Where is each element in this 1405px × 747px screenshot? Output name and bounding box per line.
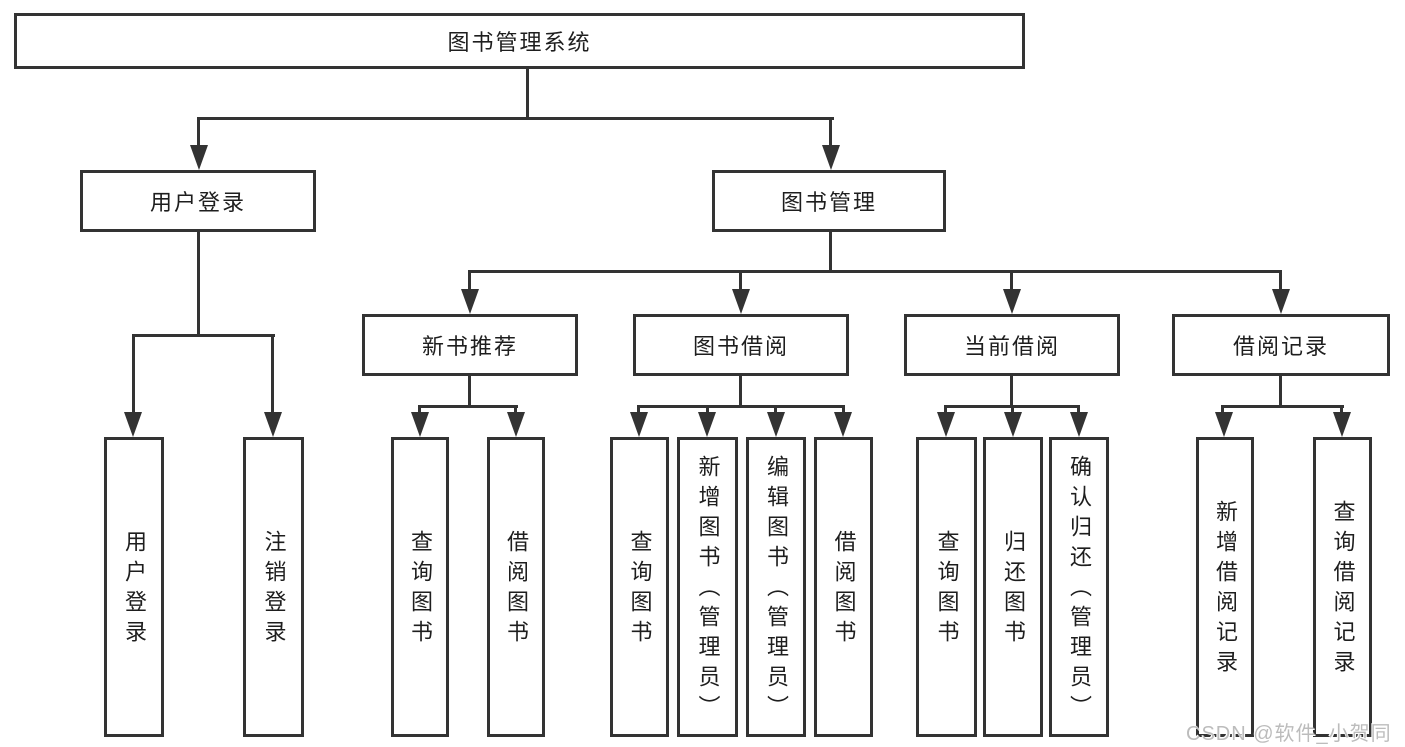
connector-bookmgmt-drop-4 xyxy=(1279,270,1282,291)
connector-records-bus xyxy=(1221,405,1344,408)
arrow-down-icon xyxy=(1215,412,1233,437)
leaf-label: 查询图书 xyxy=(627,530,653,650)
leaf-label: 归还图书 xyxy=(1001,530,1026,650)
leaf-query-books-borrow: 查询图书 xyxy=(610,437,669,737)
node-label: 当前借阅 xyxy=(963,334,1060,359)
connector-userlogin-bus xyxy=(132,334,275,337)
leaf-edit-books-admin: 编辑图书（管理员） xyxy=(746,437,806,737)
leaf-label: 借阅图书 xyxy=(504,530,529,650)
connector-bookborrow-drop-4 xyxy=(842,405,845,415)
connector-newbooks-bus xyxy=(418,405,518,408)
node-label: 图书管理 xyxy=(780,190,877,215)
arrow-down-icon xyxy=(1004,412,1022,437)
arrow-down-icon xyxy=(834,412,852,437)
arrow-down-icon xyxy=(630,412,648,437)
node-label: 借阅记录 xyxy=(1232,334,1329,359)
leaf-return-books: 归还图书 xyxy=(983,437,1043,737)
node-label: 新书推荐 xyxy=(421,334,518,359)
leaf-add-books-admin: 新增图书（管理员） xyxy=(677,437,738,737)
csdn-watermark: CSDN @软件_小贺同学 xyxy=(1186,723,1392,745)
leaf-query-books-current: 查询图书 xyxy=(916,437,977,737)
connector-root-trunk xyxy=(526,67,529,120)
leaf-label: 编辑图书（管理员） xyxy=(764,455,789,725)
node-label: 图书管理系统 xyxy=(447,30,592,55)
connector-newbooks-drop-1 xyxy=(418,405,421,415)
leaf-label: 新增借阅记录 xyxy=(1213,500,1238,680)
leaf-label: 确认归还（管理员） xyxy=(1067,455,1092,725)
connector-records-drop-1 xyxy=(1221,405,1224,415)
arrow-down-icon xyxy=(1272,289,1290,314)
connector-userlogin-trunk xyxy=(197,231,200,337)
connector-bookmgmt-drop-3 xyxy=(1010,270,1013,291)
connector-currentborrow-trunk xyxy=(1010,375,1013,408)
arrow-down-icon xyxy=(937,412,955,437)
connector-bookmgmt-bus xyxy=(468,270,1282,273)
connector-root-bus xyxy=(197,117,834,120)
arrow-down-icon xyxy=(124,412,142,437)
connector-userlogin-drop-2 xyxy=(271,334,274,414)
arrow-down-icon xyxy=(411,412,429,437)
node-book-borrowing: 图书借阅 xyxy=(633,314,849,376)
leaf-confirm-return-admin: 确认归还（管理员） xyxy=(1049,437,1109,737)
arrow-down-icon xyxy=(264,412,282,437)
node-user-login: 用户登录 xyxy=(80,170,316,232)
connector-bookmgmt-drop-1 xyxy=(468,270,471,291)
connector-currentborrow-drop-2 xyxy=(1011,405,1014,415)
leaf-query-books-recommend: 查询图书 xyxy=(391,437,449,737)
arrow-down-icon xyxy=(698,412,716,437)
node-current-borrowing: 当前借阅 xyxy=(904,314,1120,376)
connector-bookborrow-bus xyxy=(637,405,845,408)
connector-bookborrow-drop-3 xyxy=(774,405,777,415)
connector-root-drop-right xyxy=(829,117,832,147)
leaf-query-borrow-record: 查询借阅记录 xyxy=(1313,437,1372,737)
node-book-management: 图书管理 xyxy=(712,170,946,232)
connector-root-drop-left xyxy=(197,117,200,147)
connector-newbooks-drop-2 xyxy=(514,405,517,415)
leaf-user-login: 用户登录 xyxy=(104,437,164,737)
leaf-logout: 注销登录 xyxy=(243,437,304,737)
arrow-down-icon xyxy=(822,145,840,170)
node-label: 用户登录 xyxy=(149,190,246,215)
connector-records-drop-2 xyxy=(1340,405,1343,415)
leaf-borrow-books-recommend: 借阅图书 xyxy=(487,437,545,737)
arrow-down-icon xyxy=(1003,289,1021,314)
arrow-down-icon xyxy=(461,289,479,314)
node-borrowing-records: 借阅记录 xyxy=(1172,314,1390,376)
arrow-down-icon xyxy=(732,289,750,314)
arrow-down-icon xyxy=(1333,412,1351,437)
leaf-borrow-books: 借阅图书 xyxy=(814,437,873,737)
leaf-label: 借阅图书 xyxy=(831,530,857,650)
arrow-down-icon xyxy=(767,412,785,437)
leaf-label: 查询借阅记录 xyxy=(1330,500,1356,680)
connector-bookmgmt-drop-2 xyxy=(739,270,742,291)
connector-bookborrow-trunk xyxy=(739,375,742,408)
arrow-down-icon xyxy=(1070,412,1088,437)
connector-userlogin-drop-1 xyxy=(132,334,135,414)
leaf-add-borrow-record: 新增借阅记录 xyxy=(1196,437,1254,737)
arrow-down-icon xyxy=(507,412,525,437)
leaf-label: 查询图书 xyxy=(934,530,960,650)
connector-currentborrow-drop-3 xyxy=(1077,405,1080,415)
leaf-label: 新增图书（管理员） xyxy=(695,455,721,725)
connector-currentborrow-drop-1 xyxy=(944,405,947,415)
connector-bookmgmt-trunk xyxy=(829,231,832,273)
leaf-label: 注销登录 xyxy=(261,530,287,650)
node-label: 图书借阅 xyxy=(692,334,789,359)
leaf-label: 用户登录 xyxy=(122,530,147,650)
connector-records-trunk xyxy=(1279,375,1282,408)
connector-bookborrow-drop-1 xyxy=(637,405,640,415)
arrow-down-icon xyxy=(190,145,208,170)
node-new-book-recommend: 新书推荐 xyxy=(362,314,578,376)
node-library-management-system: 图书管理系统 xyxy=(14,13,1025,69)
connector-newbooks-trunk xyxy=(468,375,471,408)
connector-bookborrow-drop-2 xyxy=(706,405,709,415)
leaf-label: 查询图书 xyxy=(408,530,433,650)
